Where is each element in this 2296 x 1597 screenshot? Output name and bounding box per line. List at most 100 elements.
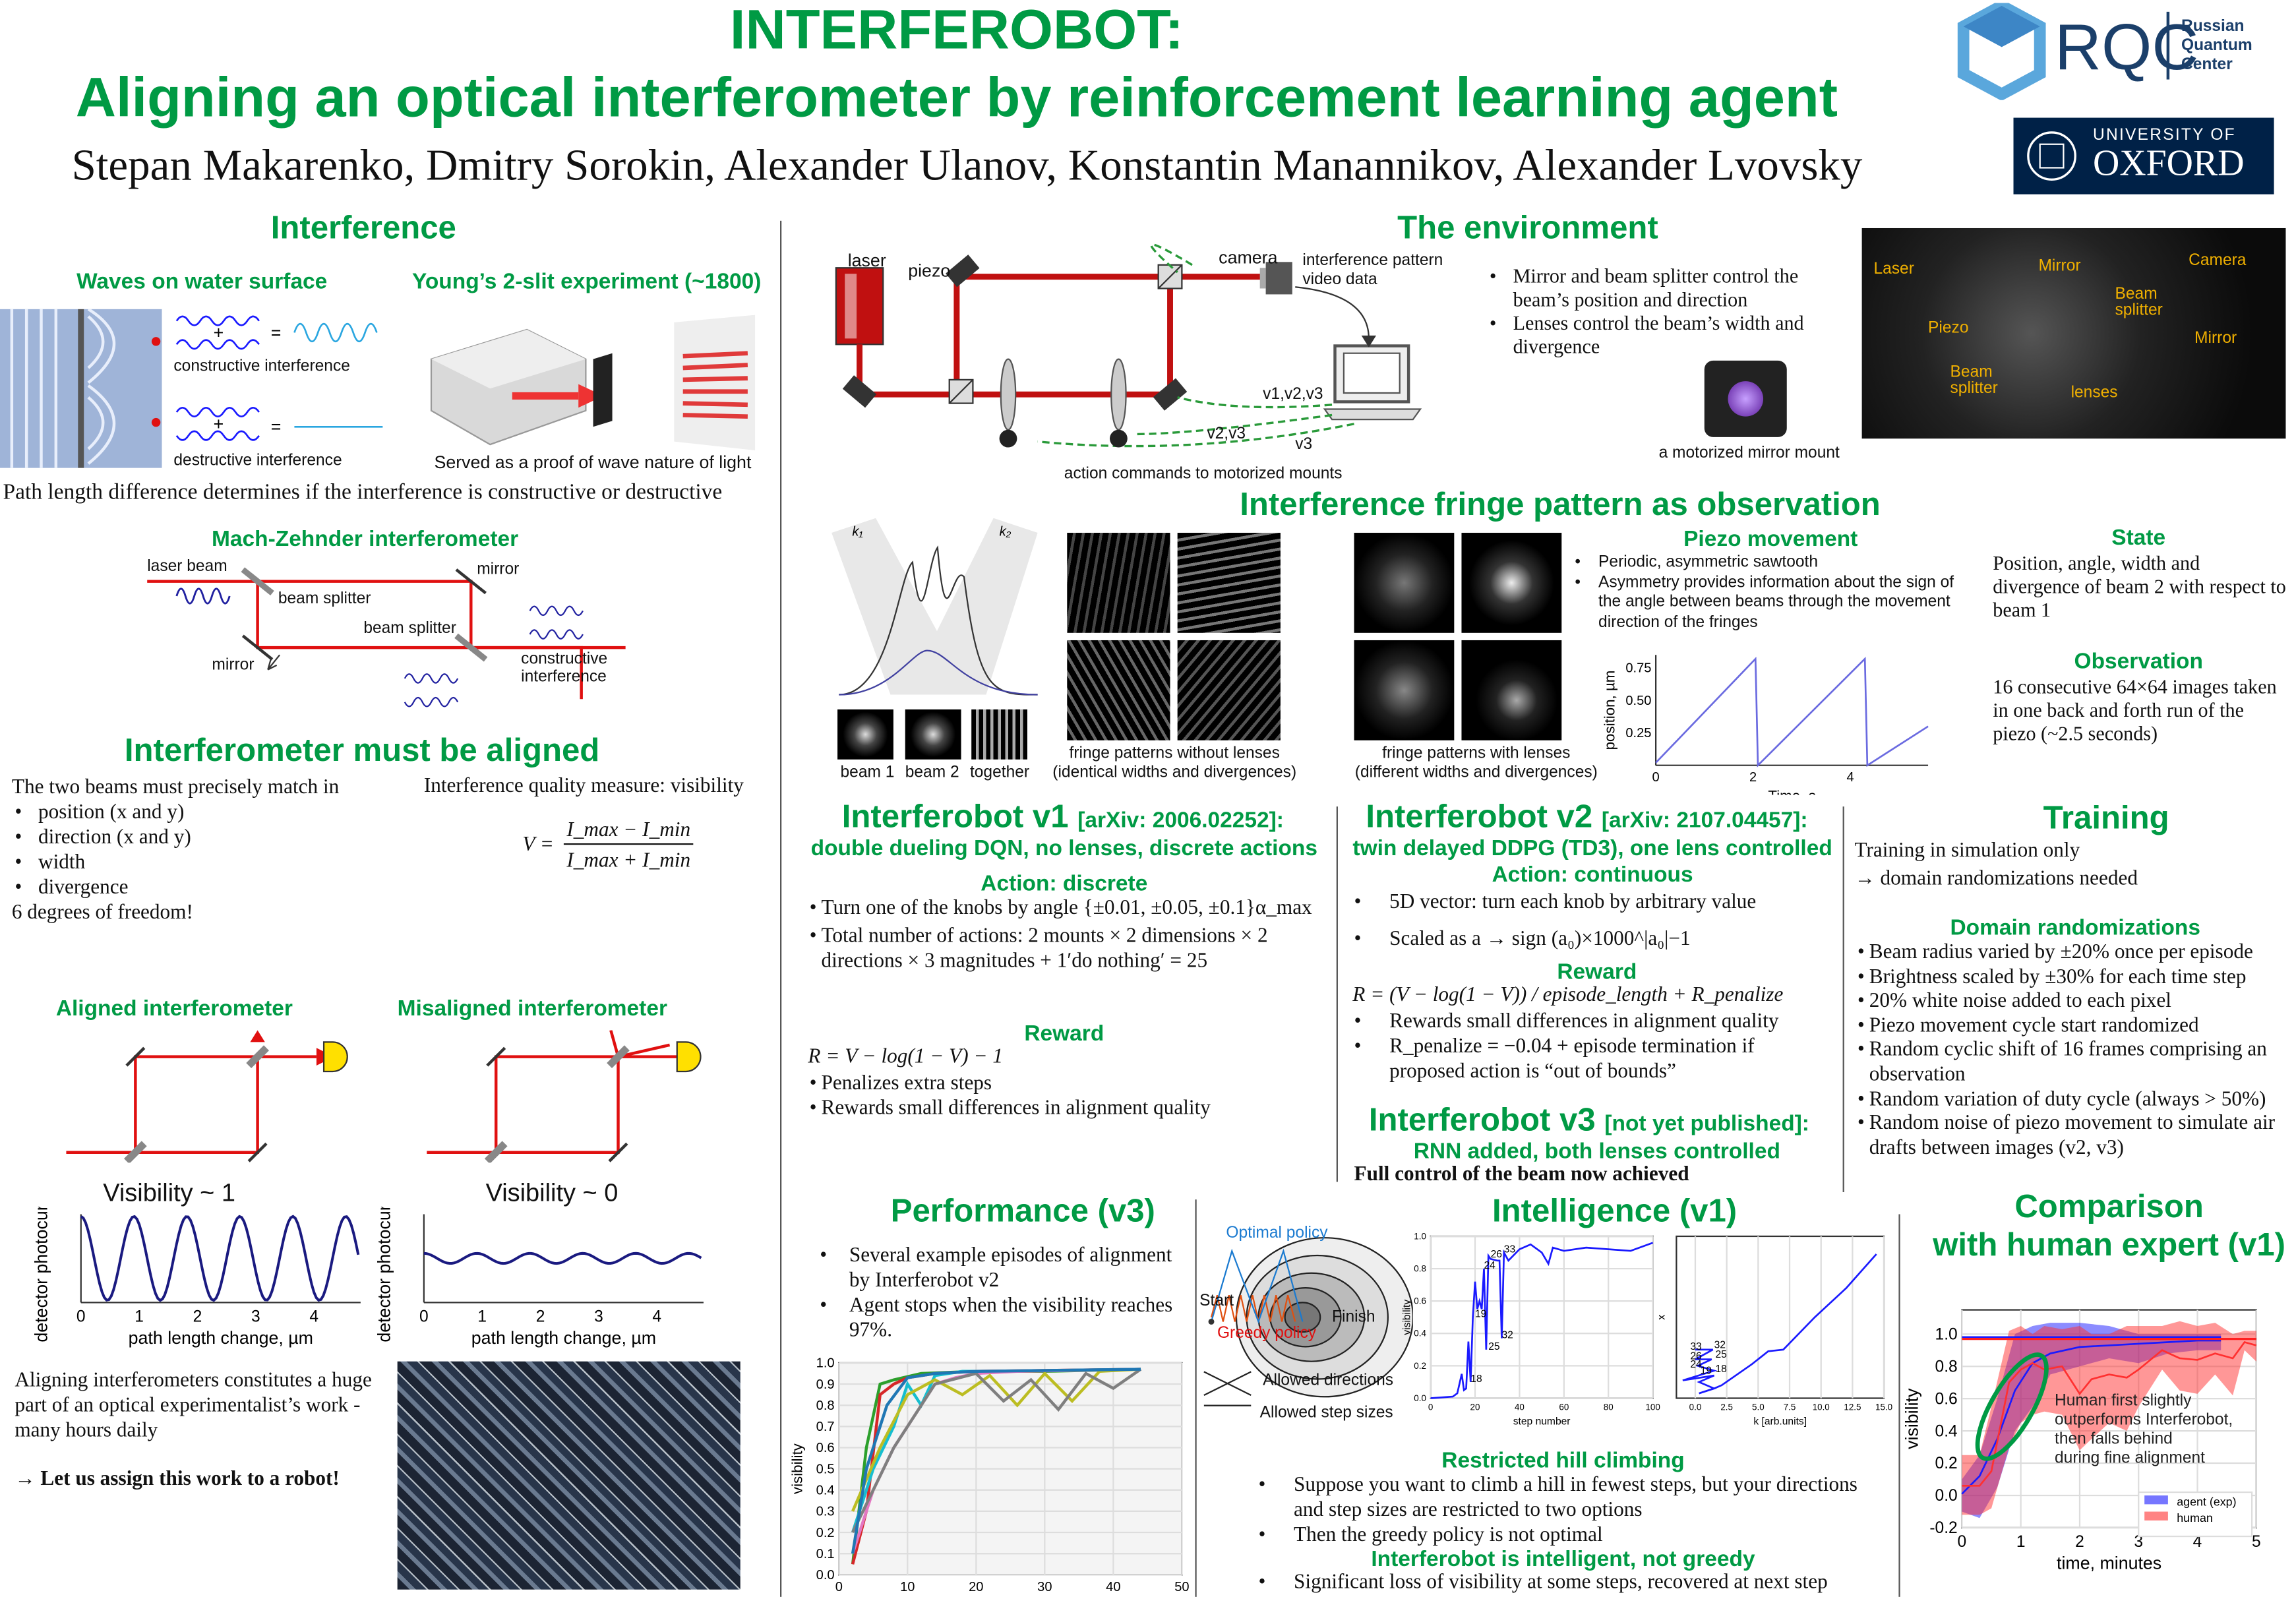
fringe-image [1067,533,1170,633]
photo-label: Laser [1873,260,1914,278]
mount-caption: a motorized mirror mount [1658,444,1840,462]
v3-name: Interferobot v3 [1368,1100,1596,1138]
x-axis-label: path length change, µm [129,1328,313,1348]
fringe-image [1461,533,1562,633]
water-waves-image [0,309,162,468]
photo-label: Beam splitter [2115,286,2163,320]
visibility-0-label: Visibility ~ 0 [485,1178,619,1207]
hill-climbing-list: Suppose you want to climb a hill in fewe… [1255,1473,1873,1548]
x-tick-label: 20 [1470,1402,1480,1412]
piezo-bullets: Periodic, asymmetric sawtooth Asymmetry … [1572,553,1962,633]
y-tick-label: 0.6 [1414,1296,1426,1306]
v2-reward-item: R_penalize = −0.04 + episode termination… [1351,1035,1822,1085]
v2-title: Interferobot v2 [arXiv: 2107.04457]: [1366,798,1807,836]
x-tick-label: 50 [1174,1580,1189,1594]
y-tick-label: 0.25 [1625,726,1651,740]
v2-reward-formula: R = (V − log(1 − V)) / episode_length + … [1352,984,1784,1007]
point-label: 26 [1690,1351,1701,1362]
misaligned-ifm-diagram [427,1030,702,1163]
y-tick-label: 1.0 [816,1356,835,1371]
svg-text:=: = [271,322,282,342]
v1-reward-list: Penalizes extra steps Rewards small diff… [806,1071,1211,1122]
divider [780,220,782,1597]
y-axis-label: visibility [789,1443,805,1494]
v2-reward-list: Rewards small differences in alignment q… [1351,1009,1822,1085]
env-v3-label: v3 [1295,435,1313,454]
v2-subtitle: twin delayed DDPG (TD3), one lens contro… [1352,835,1832,861]
destructive-label: destructive interference [173,452,342,470]
point-label: 25 [1488,1341,1500,1352]
performance-bullet: Several example episodes of alignment by… [817,1244,1178,1294]
x-tick-label: 5.0 [1752,1402,1765,1412]
start-label: Start [1199,1292,1234,1310]
v2-name: Interferobot v2 [1366,797,1593,835]
x-axis-label: path length change, µm [471,1328,656,1348]
mz-mirror1-label: mirror [477,560,520,579]
rqc-wordmark: RQC [2055,11,2199,84]
young-caption: Served as a proof of wave nature of ligh… [434,452,752,473]
v2-action-list: 5D vector: turn each knob by arbitrary v… [1351,888,1757,955]
hill-climbing-title: Restricted hill climbing [1441,1448,1685,1474]
dr-item: Piezo movement cycle start randomized [1854,1015,2288,1040]
v2-arxiv: [arXiv: 2107.04457]: [1601,808,1808,833]
dr-item: Random noise of piezo movement to simula… [1854,1113,2288,1162]
env-bullet: Mirror and beam splitter control the bea… [1486,265,1832,312]
x-tick-label: 3 [251,1308,260,1325]
optimal-policy-label: Optimal policy [1226,1224,1328,1242]
x-axis-label: time, minutes [2057,1553,2161,1573]
env-laser-label: laser [847,250,886,271]
x-tick-label: 0 [1428,1402,1433,1412]
hill-climbing-diagram [1203,1237,1413,1406]
authors: Stepan Makarenko, Dmitry Sorokin, Alexan… [71,141,1863,190]
y-tick-label: 0.8 [1414,1264,1426,1274]
oxford-crest-icon [2027,131,2076,181]
aligned-section-title: Interferometer must be aligned [124,731,600,769]
v1-action-item: Turn one of the knobs by angle {±0.01, ±… [806,896,1321,921]
formula-v: V = [522,834,554,857]
env-bullets: Mirror and beam splitter control the bea… [1486,265,1832,359]
series-piezo [1655,656,1929,768]
divider [1336,806,1338,1182]
hill-item: Then the greedy policy is not optimal [1255,1523,1873,1548]
env-commands-label: action commands to motorized mounts [1064,465,1343,483]
piezo-bullet: Periodic, asymmetric sawtooth [1572,553,1962,573]
x-tick-label: 2.5 [1720,1402,1733,1412]
x-tick-label: 10 [900,1580,915,1594]
intelligent-item: Significant loss of visibility at some s… [1255,1572,1827,1596]
point-label: 19 [1701,1366,1712,1377]
dr-item: 20% white noise added to each pixel [1854,991,2288,1015]
y-tick-label: 0.4 [816,1483,835,1497]
x-tick-label: 40 [1106,1580,1120,1594]
x-tick-label: 2 [536,1308,545,1325]
y-tick-label: 0.0 [1935,1487,1958,1505]
performance-bullets: Several example episodes of alignment by… [817,1244,1178,1344]
series-human [1962,1341,2257,1487]
dof-intro: The two beams must precisely match in [11,777,340,800]
x-tick-label: 60 [1559,1402,1569,1412]
dof-item: width [12,851,339,876]
fringe-image [1177,640,1281,740]
y-axis-label: visibility [1401,1300,1412,1335]
svg-text:+: + [214,322,224,342]
y-tick-label: 0.3 [816,1505,835,1519]
x-tick-label: 3 [2134,1533,2143,1551]
point-label: 19 [1475,1309,1486,1320]
y-axis-label: visibility [1903,1388,1921,1449]
x-tick-label: 4 [309,1308,318,1325]
fringe-caption-no-lenses: fringe patterns without lenses (identica… [1052,744,1297,782]
env-v123-label: v1,v2,v3 [1263,385,1323,404]
waves-title: Waves on water surface [76,269,328,295]
band-human [1962,1321,2256,1515]
v2-reward-item: Rewards small differences in alignment q… [1351,1009,1822,1035]
young-title: Young’s 2-slit experiment (~1800) [411,269,762,295]
x-tick-label: 80 [1604,1402,1614,1412]
beam2-label: beam 2 [905,764,959,782]
legend-swatch [2144,1511,2168,1521]
dr-item: Random variation of duty cycle (always >… [1854,1089,2288,1113]
y-tick-label: 0.1 [816,1547,835,1561]
intelligent-title: Interferobot is intelligent, not greedy [1371,1546,1755,1572]
dof-item: direction (x and y) [12,826,339,851]
v1-subtitle: double dueling DQN, no lenses, discrete … [810,835,1317,861]
